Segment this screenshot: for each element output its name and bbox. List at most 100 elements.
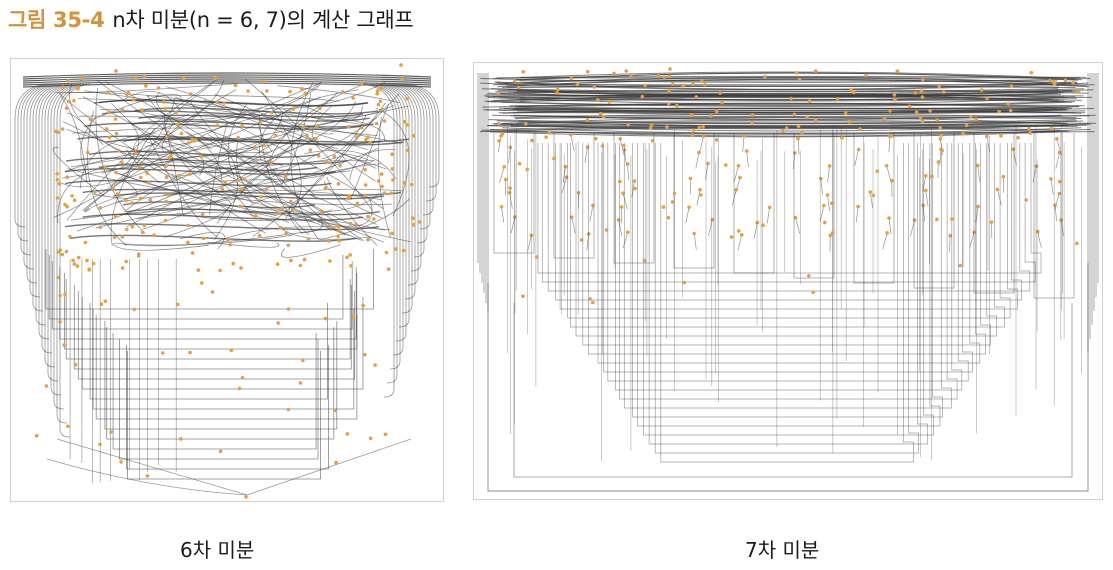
graph-node — [633, 186, 637, 191]
graph-edge — [488, 125, 1069, 130]
graph-node — [137, 165, 142, 169]
graph-node — [199, 155, 203, 159]
graph-node — [729, 235, 734, 239]
graph-node — [888, 109, 892, 113]
graph-node — [383, 432, 388, 437]
graph-node — [119, 460, 123, 464]
graph-node — [116, 148, 121, 153]
graph-node — [336, 234, 340, 239]
graph-node — [591, 300, 595, 305]
graph-node — [187, 141, 191, 145]
graph-node — [738, 175, 742, 180]
graph-node — [411, 222, 416, 227]
graph-node — [351, 315, 356, 320]
graph-node — [175, 122, 180, 127]
graph-node — [348, 253, 353, 257]
graph-edge — [189, 101, 358, 228]
graph-node — [140, 230, 145, 234]
graph-edge — [98, 138, 268, 210]
graph-node — [1029, 70, 1033, 75]
graph-node — [389, 191, 394, 195]
graph-node — [530, 138, 534, 143]
graph-node — [592, 85, 597, 89]
graph-edge — [132, 79, 217, 151]
graph-edge — [508, 147, 511, 164]
graph-edge — [637, 143, 941, 427]
graph-node — [337, 228, 342, 232]
graph-node — [930, 174, 934, 179]
graph-node — [349, 264, 353, 268]
graph-node — [66, 424, 70, 429]
graph-node — [60, 127, 65, 131]
graph-node — [126, 91, 131, 95]
graph-node — [847, 120, 852, 124]
graph-node — [596, 98, 600, 102]
graph-node — [73, 362, 78, 367]
graph-node — [1009, 84, 1014, 88]
graph-node — [55, 178, 60, 182]
graph-edge — [372, 83, 404, 356]
graph-node — [336, 224, 341, 229]
graph-edge — [509, 192, 513, 209]
graph-node — [410, 216, 415, 220]
graph-node — [236, 135, 240, 140]
graph-edge — [98, 99, 369, 107]
graph-edge — [56, 438, 412, 496]
graph-node — [887, 216, 891, 220]
graph-node — [103, 165, 107, 169]
graph-node — [830, 231, 835, 235]
graph-edge — [87, 110, 127, 247]
graph-node — [79, 77, 83, 81]
graph-node — [34, 433, 39, 438]
graph-edge — [99, 108, 271, 157]
graph-node — [258, 121, 263, 125]
graph-edge — [64, 273, 358, 350]
graph-node — [133, 77, 138, 81]
graph-node — [277, 211, 282, 215]
graph-edge — [501, 206, 505, 223]
graph-node — [210, 290, 215, 294]
graph-node — [521, 70, 525, 74]
graph-edge — [122, 201, 316, 209]
graph-edge — [155, 92, 212, 150]
graph-edge — [977, 165, 981, 182]
graph-node — [218, 449, 223, 454]
graph-node — [793, 216, 798, 220]
graph-node — [699, 193, 703, 197]
graph-node — [649, 123, 654, 128]
graph-node — [885, 231, 889, 235]
graph-node — [384, 250, 389, 255]
graph-node — [286, 407, 291, 412]
graph-node — [114, 170, 118, 175]
graph-node — [709, 114, 713, 118]
graph-node — [107, 110, 112, 114]
graph-node — [999, 134, 1003, 138]
graph-node — [976, 163, 980, 168]
graph-edge — [746, 151, 749, 168]
graph-edge — [488, 97, 1067, 105]
graph-node — [314, 125, 319, 129]
graph-edge — [127, 351, 321, 480]
graph-edge — [179, 232, 225, 250]
graph-edge — [259, 89, 359, 160]
graph-node — [507, 190, 512, 195]
graph-node — [1055, 137, 1059, 141]
graph-edge — [506, 78, 1088, 87]
graph-edge — [60, 95, 88, 183]
graph-node — [555, 87, 560, 92]
graph-node — [378, 99, 383, 104]
graph-node — [843, 111, 848, 115]
graph-node — [366, 237, 370, 242]
graph-node — [935, 118, 940, 122]
graph-node — [145, 171, 150, 176]
graph-node — [918, 115, 923, 120]
graph-node — [979, 88, 984, 92]
graph-node — [706, 161, 710, 166]
graph-node — [411, 133, 416, 138]
graph-node — [618, 179, 622, 184]
graph-edge — [375, 83, 407, 342]
graph-node — [1028, 131, 1032, 135]
graph-node — [319, 209, 324, 213]
graph-node — [139, 196, 143, 201]
graph-edge — [513, 303, 1073, 478]
